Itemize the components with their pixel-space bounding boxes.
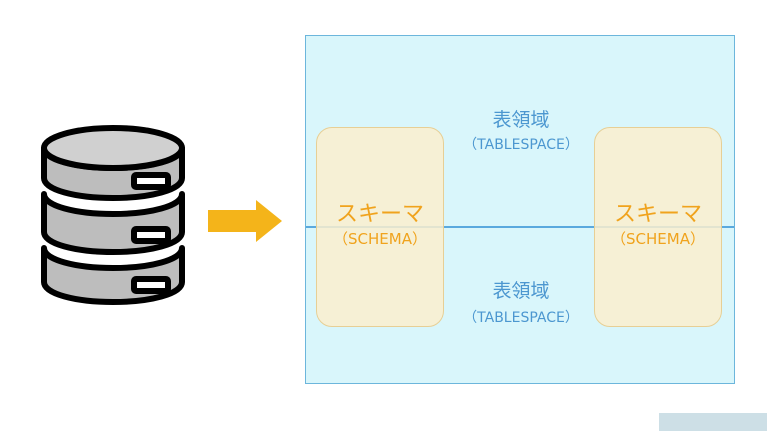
watermark-badge xyxy=(659,413,767,431)
tablespace-bottom-name: 表領域 xyxy=(492,280,550,302)
tablespace-top-english: （TABLESPACE） xyxy=(463,137,579,153)
schema-box-left: スキーマ （SCHEMA） xyxy=(316,127,444,327)
tablespace-bottom-english: （TABLESPACE） xyxy=(463,310,579,326)
watermark-line-1 xyxy=(659,413,767,421)
schema-left-english: （SCHEMA） xyxy=(333,230,427,248)
schema-right-name: スキーマ xyxy=(613,202,702,227)
arrow-right-icon xyxy=(208,200,282,242)
database-icon xyxy=(41,125,185,305)
tablespace-container: スキーマ （SCHEMA） スキーマ （SCHEMA） 表領域 （TABLESP… xyxy=(305,35,735,384)
schema-right-english: （SCHEMA） xyxy=(611,230,705,248)
schema-box-right: スキーマ （SCHEMA） xyxy=(594,127,722,327)
watermark-line-2 xyxy=(659,421,767,429)
tablespace-divider xyxy=(306,226,734,228)
schema-left-name: スキーマ xyxy=(335,202,424,227)
tablespace-top-name: 表領域 xyxy=(492,109,550,131)
